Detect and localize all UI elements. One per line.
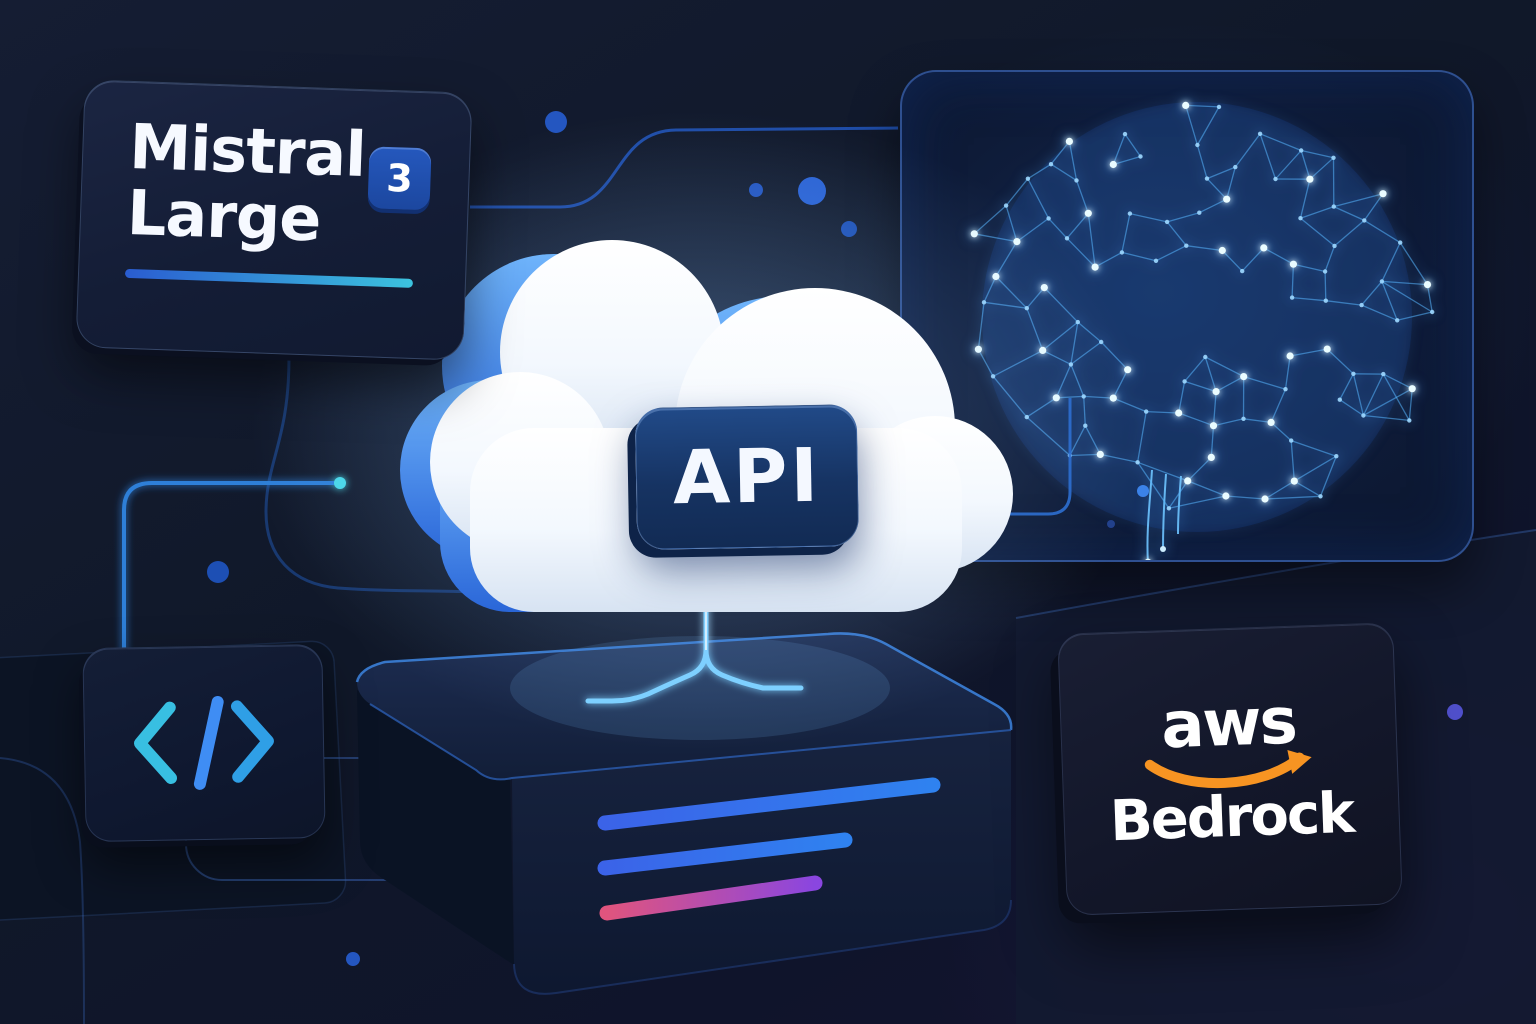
aws-bedrock-card: aws Bedrock [1057,622,1403,916]
gradient-underline [124,269,414,289]
bedrock-logo-text: Bedrock [1108,780,1355,855]
code-card [82,643,326,843]
cloud-stem-line [585,593,804,704]
aws-logo-text: aws [1159,684,1297,764]
floor-corner-line [0,757,85,1024]
connector-mistral-to-brain [470,126,899,209]
api-badge: API [634,404,860,550]
api-label: API [672,432,822,522]
version-badge: 3 [367,146,432,211]
cyan-endpoint-dot [334,477,346,489]
connector-left-with-dot [122,477,346,656]
neural-brain-card [900,70,1474,562]
platform-left-face [357,690,514,965]
platform-top-face [357,633,1012,780]
platform-content-lines [597,777,941,921]
mistral-large-card: Mistral Large 3 [75,79,473,361]
platform [355,632,1013,995]
code-brackets-icon [133,695,274,790]
platform-front-face [512,727,1011,994]
connector-mistral-down [264,357,475,594]
neural-network-brain-icon [970,101,1435,560]
